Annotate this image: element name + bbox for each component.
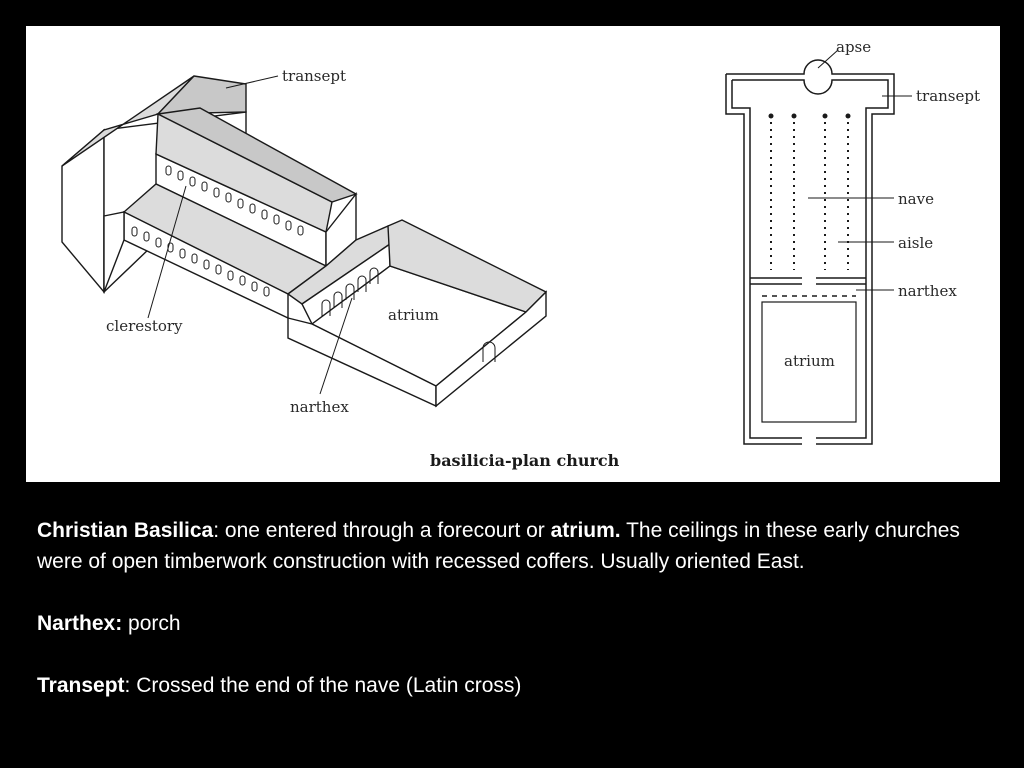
aisle-windows <box>131 226 270 297</box>
spacer <box>37 639 997 670</box>
term-atrium: atrium. <box>550 519 621 542</box>
definition-narthex: porch <box>122 612 181 635</box>
transept-front-wall <box>61 128 105 294</box>
plan-columns <box>768 113 851 119</box>
term-narthex: Narthex: <box>37 612 123 635</box>
diagram-caption: basilicia-plan church <box>430 451 620 470</box>
clerestory-windows <box>165 165 304 236</box>
leader-apse <box>817 49 839 69</box>
label-narthex-right: narthex <box>898 282 957 300</box>
definition-christian-basilica-b: The ceilings in these early churches wer… <box>37 519 960 573</box>
label-transept-right: transept <box>916 87 980 105</box>
label-aisle: aisle <box>898 234 933 252</box>
atrium-front-wall <box>435 290 547 408</box>
narthex-arches <box>321 267 379 316</box>
paragraph-transept: Transept: Crossed the end of the nave (L… <box>37 670 997 701</box>
plan-outer-wall <box>726 59 895 445</box>
leader-transept-left <box>225 75 279 89</box>
label-transept-left: transept <box>282 67 346 85</box>
label-atrium-right: atrium <box>784 352 835 370</box>
term-christian-basilica: Christian Basilica <box>37 519 214 542</box>
leader-narthex-left <box>319 297 353 395</box>
definition-transept: : Crossed the end of the nave (Latin cro… <box>124 674 522 697</box>
plan-outer-wall-left <box>725 74 802 445</box>
plan-inner-wall <box>732 79 889 439</box>
paragraph-narthex: Narthex: porch <box>37 608 997 639</box>
atrium-door <box>482 341 496 362</box>
isometric-basilica <box>61 75 548 408</box>
plan-narthex-wall <box>750 277 866 285</box>
basilica-drawing: transept clerestory atrium narthex basil… <box>61 38 980 470</box>
definitions-text: Christian Basilica: one entered through … <box>37 515 997 701</box>
leader-clerestory <box>147 185 187 319</box>
aisle-end-wall <box>103 211 125 293</box>
label-narthex-left: narthex <box>290 398 349 416</box>
label-apse: apse <box>836 38 871 56</box>
floor-plan <box>725 49 912 445</box>
basilica-figure: transept clerestory atrium narthex basil… <box>26 26 1000 482</box>
label-clerestory: clerestory <box>106 317 183 335</box>
plan-atrium-court <box>761 301 857 423</box>
paragraph-christian-basilica: Christian Basilica: one entered through … <box>37 515 997 577</box>
plan-inner-wall-left <box>731 80 802 439</box>
transept-roof-right <box>156 75 247 115</box>
spacer <box>37 577 997 608</box>
label-nave: nave <box>898 190 934 208</box>
definition-christian-basilica-a: : one entered through a forecourt or <box>213 519 551 542</box>
term-transept: Transept <box>37 674 125 697</box>
label-atrium-left: atrium <box>388 306 439 324</box>
